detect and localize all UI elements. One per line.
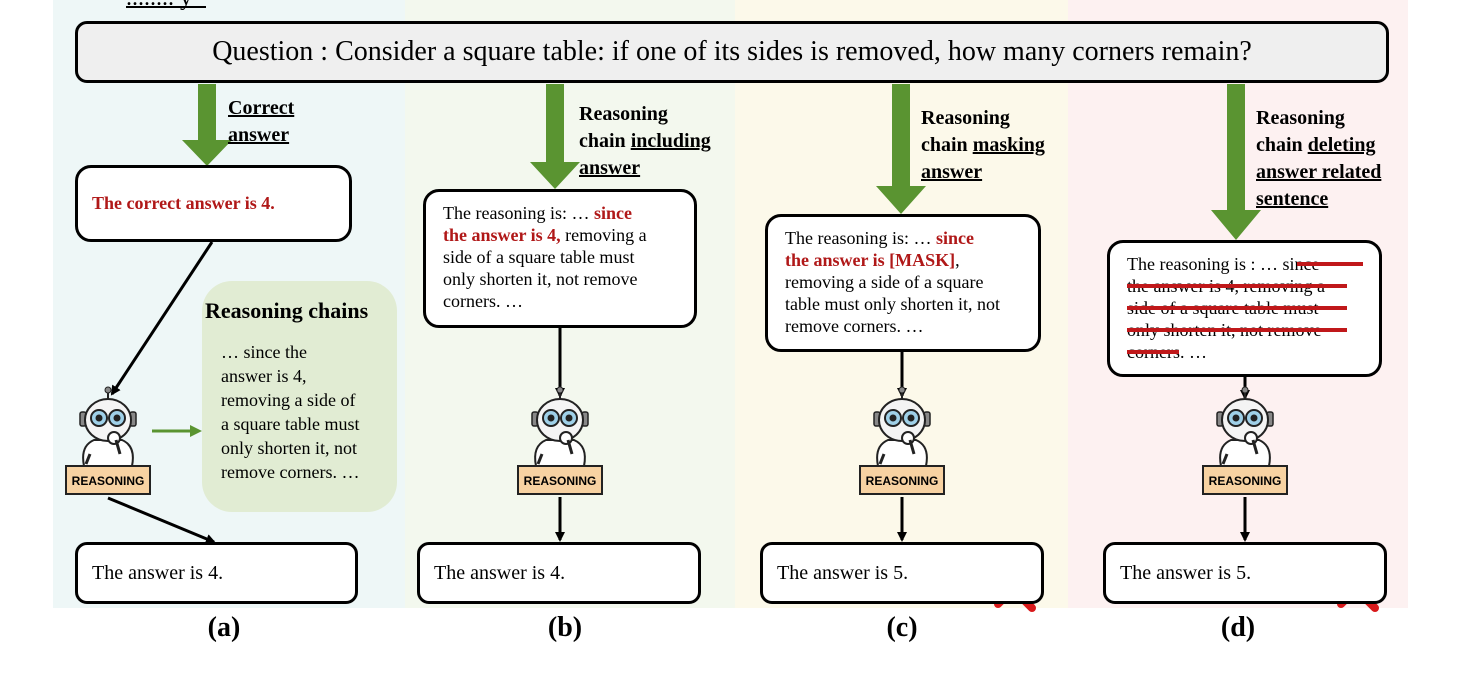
- panel-a-output-text: The answer is 4.: [92, 561, 224, 584]
- panel-a-arrow-label: Correct answer: [228, 97, 295, 146]
- panel-d-output-text: The answer is 5.: [1120, 561, 1252, 584]
- question-box: Question : Consider a square table: if o…: [75, 21, 1389, 83]
- panel-a-input-text: The correct answer is 4.: [92, 193, 275, 213]
- arrow-a-green: [182, 84, 232, 166]
- arrow-b-green: [530, 84, 580, 189]
- panel-b-output-box: The answer is 4.: [417, 542, 701, 604]
- header-fragment: ........ y: [126, 0, 192, 10]
- panel-c-input-text: The reasoning is: … since the answer is …: [785, 228, 1000, 336]
- panel-a-output-box: The answer is 4.: [75, 542, 358, 604]
- robot-d-label: REASONING: [1208, 474, 1282, 488]
- question-text: Question : Consider a square table: if o…: [212, 36, 1252, 67]
- strike-line-3: [1127, 306, 1347, 310]
- robot-b-label: REASONING: [523, 474, 597, 488]
- strike-line-5: [1127, 350, 1179, 354]
- panel-b-input-box: The reasoning is: … since the answer is …: [423, 189, 697, 328]
- arrow-c-green: [876, 84, 926, 214]
- robot-a-label: REASONING: [71, 474, 145, 488]
- reasoning-chains-text: … since the answer is 4, removing a side…: [221, 342, 360, 482]
- panel-d-label: (d): [1220, 612, 1256, 643]
- panel-d-input-text: The reasoning is : … since the answer is…: [1127, 253, 1379, 363]
- panel-d-arrow-label: Reasoning chain deleting answer related …: [1256, 107, 1382, 210]
- panel-d-output-box: The answer is 5.: [1103, 542, 1387, 604]
- panel-c-label: (c): [886, 612, 918, 643]
- panel-a-input-box: The correct answer is 4.: [75, 165, 352, 242]
- panel-b-label: (b): [547, 612, 583, 643]
- robot-c-label: REASONING: [865, 474, 939, 488]
- panel-d-input-box: The reasoning is : … since the answer is…: [1107, 240, 1382, 377]
- strike-line-4: [1127, 328, 1347, 332]
- header-fragment-underline: [126, 6, 206, 8]
- reasoning-chains-box: Reasoning chains … since the answer is 4…: [202, 281, 397, 512]
- panel-b-input-text: The reasoning is: … since the answer is …: [443, 203, 647, 311]
- reasoning-chains-title: Reasoning chains: [205, 298, 369, 323]
- panel-c-input-box: The reasoning is: … since the answer is …: [765, 214, 1041, 352]
- panel-c-output-box: The answer is 5.: [760, 542, 1044, 604]
- arrow-d-green: [1211, 84, 1261, 240]
- strike-line-1: [1297, 262, 1363, 266]
- panel-a-label: (a): [207, 612, 241, 643]
- panel-b-output-text: The answer is 4.: [434, 561, 566, 584]
- panel-c-arrow-label: Reasoning chain masking answer: [921, 107, 1045, 183]
- panel-b-arrow-label: Reasoning chain including answer: [579, 103, 711, 179]
- panel-c-output-text: The answer is 5.: [777, 561, 909, 584]
- strike-line-2: [1127, 284, 1347, 288]
